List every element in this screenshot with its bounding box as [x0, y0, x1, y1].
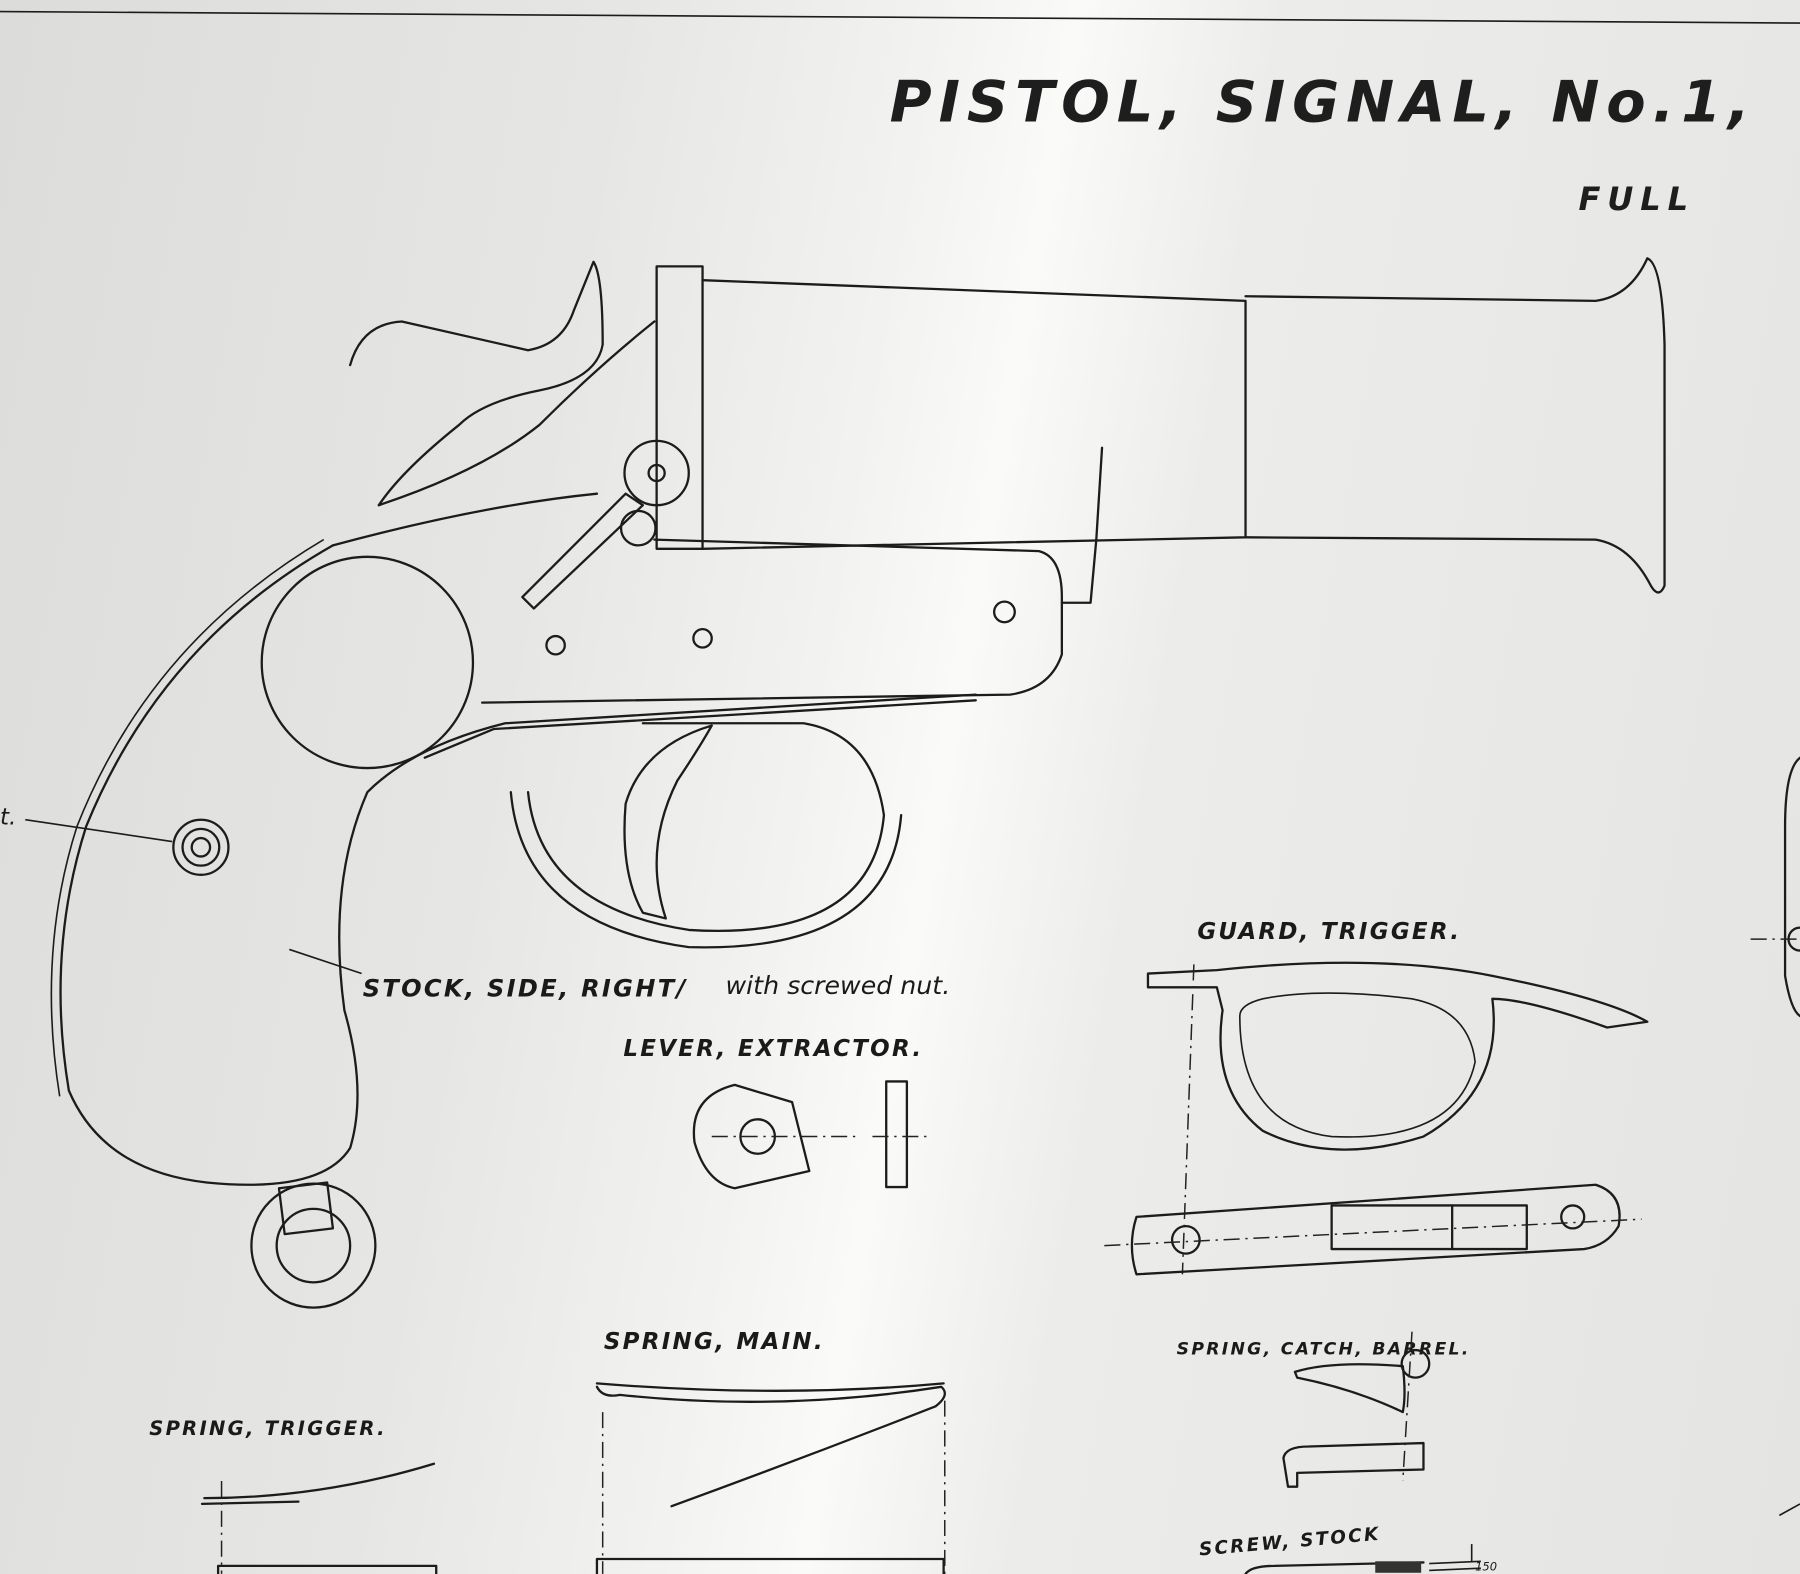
stock-side-right-label: STOCK, SIDE, RIGHT/ — [363, 975, 688, 1003]
pistol-assembly-view — [25, 257, 1666, 1309]
frame-screw-1 — [545, 634, 566, 656]
spring-main-label: SPRING, MAIN. — [604, 1329, 825, 1355]
lever-extractor-part — [692, 1080, 930, 1190]
screwed-nut — [172, 818, 230, 876]
frame-body — [480, 538, 1064, 704]
partial-side-view — [1750, 756, 1800, 1517]
breech-face — [655, 265, 704, 550]
screw-stock-part — [1244, 1544, 1481, 1574]
grip-inner-edge — [50, 538, 325, 1097]
hammer-pivot — [623, 439, 690, 507]
sheet-border-line — [0, 10, 1800, 24]
extractor-lever-link — [521, 492, 645, 610]
barrel-muzzle-flare — [1244, 257, 1666, 594]
guard-trigger-part — [1104, 961, 1649, 1276]
trigger — [623, 724, 713, 920]
nut-label-fragment: t. — [0, 804, 16, 830]
trigger-guard-bow-outer — [509, 791, 903, 949]
hammer — [348, 260, 604, 507]
nut-leader-arrow — [25, 818, 173, 843]
stock-recess-circle — [260, 555, 475, 770]
screw-stock-label: SCREW, STOCK — [1198, 1524, 1381, 1561]
drawing-subtitle: FULL — [1578, 180, 1695, 218]
lanyard-ring — [250, 1182, 377, 1309]
barrel — [701, 279, 1247, 550]
frame-hinge — [1060, 446, 1104, 604]
grip-outline — [59, 544, 977, 1186]
guard-trigger-label: GUARD, TRIGGER. — [1197, 919, 1461, 945]
frame-screw-2 — [692, 628, 713, 649]
drawing-title: PISTOL, SIGNAL, No.1, — [890, 69, 1757, 136]
spring-trigger-part — [200, 1462, 438, 1574]
spring-catch-barrel-part — [1282, 1331, 1431, 1488]
trigger-guard-top — [423, 699, 977, 759]
spring-catch-barrel-label: SPRING, CATCH, BARREL. — [1177, 1340, 1471, 1360]
stock-side-right-note: with screwed nut. — [726, 971, 951, 1000]
lever-extractor-label: LEVER, EXTRACTOR. — [623, 1036, 923, 1062]
spring-trigger-label: SPRING, TRIGGER. — [149, 1417, 387, 1440]
stock-leader-arrow — [289, 948, 362, 975]
spring-main-part — [595, 1382, 946, 1574]
frame-pin — [992, 600, 1016, 624]
trigger-guard-bow — [526, 722, 886, 932]
hammer-spur-line — [377, 320, 656, 507]
screw-dimension-value: 150 — [1475, 1559, 1497, 1573]
stock-top-edge — [331, 492, 599, 547]
